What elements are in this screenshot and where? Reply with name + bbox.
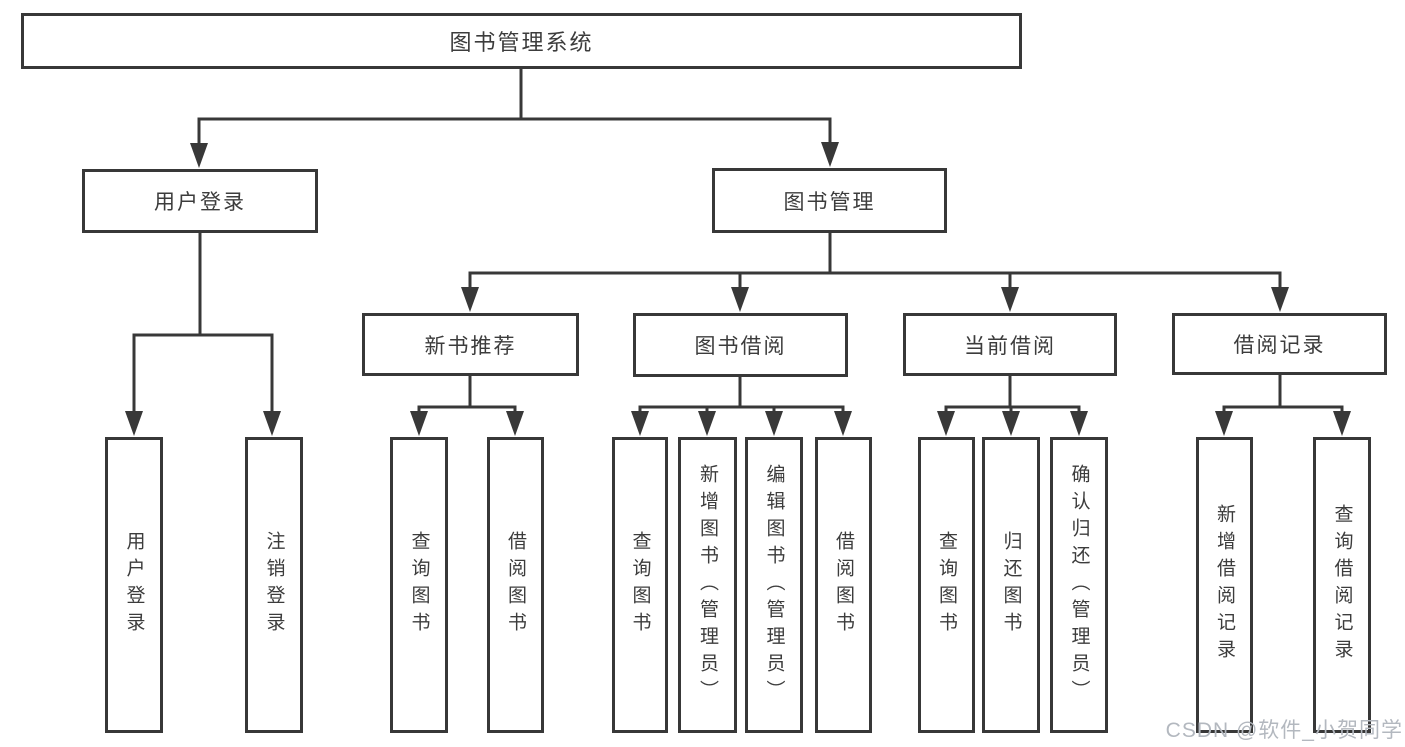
node-book-management: 图书管理 <box>712 168 947 233</box>
leaf-edit-book-admin: 编辑图书（管理员） <box>745 437 803 733</box>
leaf-query-borrow-record: 查询借阅记录 <box>1313 437 1371 733</box>
leaf-return-book: 归还图书 <box>982 437 1040 733</box>
leaf-label: 新增借阅记录 <box>1214 504 1235 666</box>
leaf-confirm-return-admin: 确认归还（管理员） <box>1050 437 1108 733</box>
leaf-label: 确认归还（管理员） <box>1068 463 1090 707</box>
node-current-borrowing: 当前借阅 <box>903 313 1117 376</box>
node-label: 图书借阅 <box>694 335 787 358</box>
node-book-borrowing: 图书借阅 <box>633 313 848 377</box>
node-label: 用户登录 <box>154 191 246 214</box>
node-label: 当前借阅 <box>964 334 1056 358</box>
leaf-label: 查询图书 <box>936 531 957 639</box>
leaf-label: 用户登录 <box>123 531 145 639</box>
leaf-label: 借阅图书 <box>833 531 854 639</box>
node-new-book-recommend: 新书推荐 <box>362 313 579 376</box>
leaf-query-books-borrowing: 查询图书 <box>612 437 668 733</box>
leaf-label: 查询图书 <box>408 531 430 639</box>
leaf-add-book-admin: 新增图书（管理员） <box>678 437 737 733</box>
arrowheads <box>125 142 1351 436</box>
leaf-label: 新增图书（管理员） <box>697 463 718 707</box>
leaf-user-login: 用户登录 <box>105 437 163 733</box>
leaf-borrow-books-borrowing: 借阅图书 <box>815 437 872 733</box>
node-root: 图书管理系统 <box>21 13 1022 69</box>
node-root-label: 图书管理系统 <box>449 30 594 55</box>
node-borrowing-records: 借阅记录 <box>1172 313 1387 375</box>
node-label: 图书管理 <box>783 190 876 214</box>
leaf-query-books-recommend: 查询图书 <box>390 437 448 733</box>
leaf-logout: 注销登录 <box>245 437 303 733</box>
csdn-watermark: CSDN @软件_小贺同学 <box>1165 719 1403 742</box>
leaf-label: 注销登录 <box>263 531 285 639</box>
leaf-query-books-current: 查询图书 <box>918 437 975 733</box>
leaf-label: 查询借阅记录 <box>1331 504 1353 666</box>
node-label: 借阅记录 <box>1233 334 1326 357</box>
node-label: 新书推荐 <box>424 334 517 358</box>
leaf-label: 借阅图书 <box>505 531 526 639</box>
leaf-label: 归还图书 <box>1000 531 1022 639</box>
leaf-label: 编辑图书（管理员） <box>763 463 785 707</box>
leaf-add-borrow-record: 新增借阅记录 <box>1196 437 1253 733</box>
leaf-borrow-books-recommend: 借阅图书 <box>487 437 544 733</box>
leaf-label: 查询图书 <box>629 531 651 639</box>
node-user-login-section: 用户登录 <box>82 169 318 233</box>
